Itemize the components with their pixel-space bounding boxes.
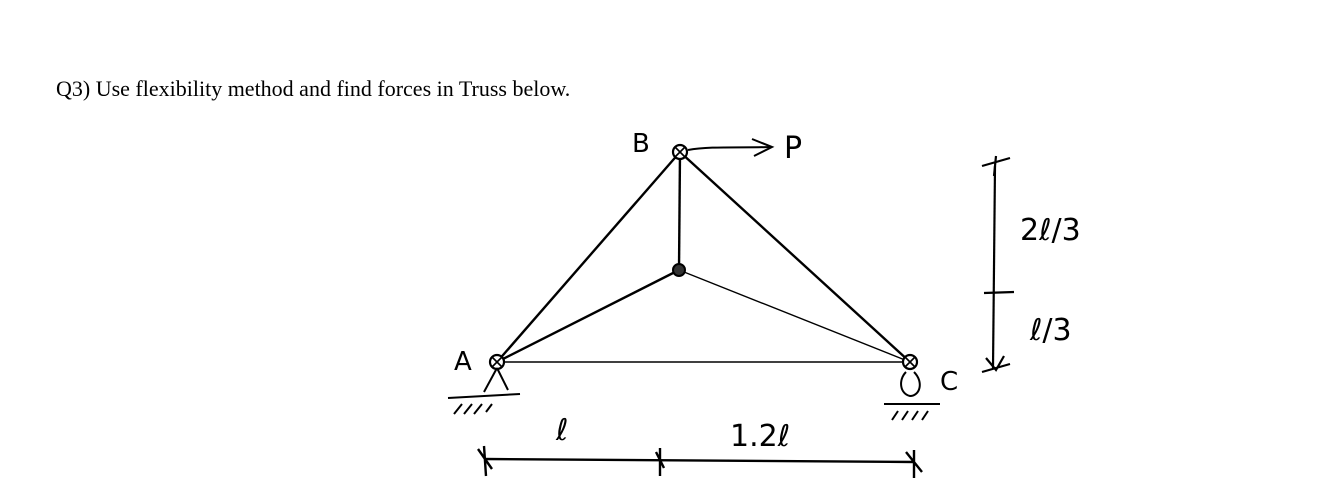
horizontal-dimension <box>477 445 923 478</box>
span-upper-label: 2ℓ/3 <box>1020 213 1081 248</box>
roller-support-c <box>884 371 940 421</box>
pin-support-a <box>447 367 521 415</box>
joint-b <box>671 143 689 161</box>
joints <box>488 143 919 371</box>
member-center-c <box>678 269 911 363</box>
span-lower-label: ℓ/3 <box>1029 313 1072 348</box>
joint-center <box>672 263 686 277</box>
joint-a <box>488 353 506 371</box>
member-bc <box>679 151 911 363</box>
span-left-label: ℓ <box>555 413 568 448</box>
node-label-b: B <box>632 129 650 159</box>
truss-members <box>496 151 911 364</box>
span-right-label: 1.2ℓ <box>730 419 790 454</box>
member-a-center <box>496 268 680 364</box>
member-b-center <box>677 151 682 271</box>
node-label-c: C <box>940 367 958 397</box>
vertical-dimension <box>981 155 1015 374</box>
question-text: Q3) Use flexibility method and find forc… <box>56 76 571 101</box>
node-label-a: A <box>454 347 472 377</box>
load-arrow <box>687 138 775 157</box>
joint-c <box>901 353 919 371</box>
member-ab <box>496 151 681 363</box>
load-label: P <box>784 131 802 166</box>
